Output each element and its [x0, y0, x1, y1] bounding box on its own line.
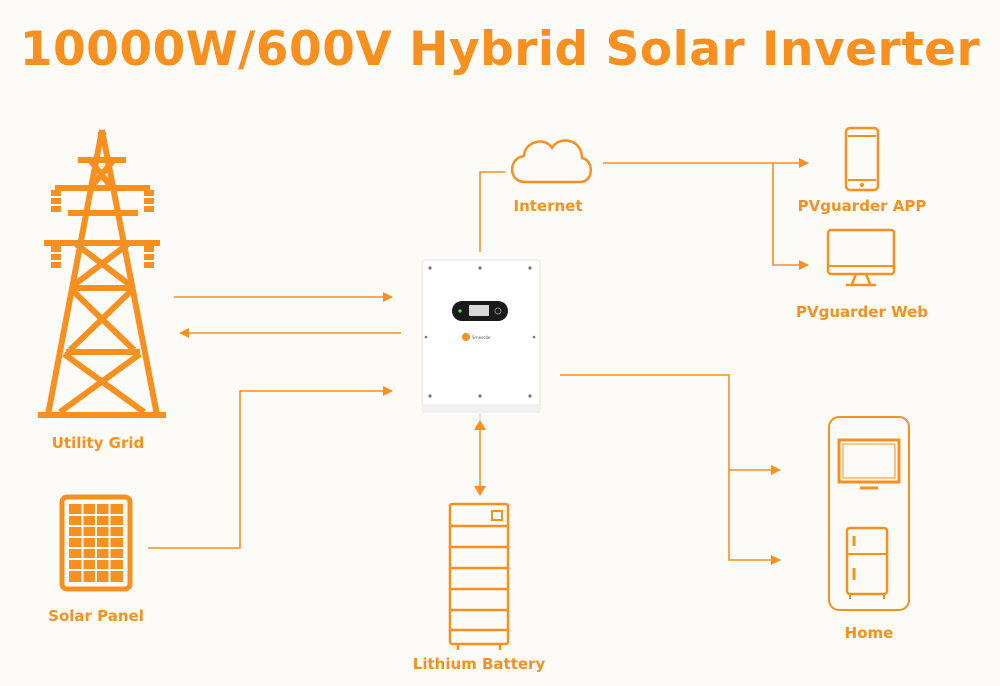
web-label: PVguarder Web	[796, 303, 928, 321]
inverter-to-tv-arrow	[560, 374, 781, 475]
monitor-icon	[826, 228, 896, 287]
battery-label: Lithium Battery	[412, 655, 546, 673]
cloud-icon	[510, 139, 592, 184]
home-label: Home	[844, 624, 894, 642]
smartphone-icon	[844, 126, 880, 192]
insulators	[51, 132, 154, 268]
inverter-to-internet-line	[479, 171, 505, 252]
hybrid-inverter-icon: Srnesolar	[421, 259, 541, 421]
connections	[148, 158, 809, 565]
utility-grid-label: Utility Grid	[51, 434, 145, 452]
battery-arrow-up-head	[474, 420, 486, 430]
transmission-tower-icon	[38, 129, 166, 418]
page-title: 10000W/600V Hybrid Solar Inverter	[19, 22, 981, 77]
app-label: PVguarder APP	[797, 197, 927, 215]
inverter-to-fridge-arrow	[728, 470, 781, 565]
solar-to-inverter-arrow	[148, 386, 393, 549]
battery-arrow-down-head	[474, 486, 486, 496]
solar-panel-icon	[59, 494, 133, 592]
battery-stack-icon	[448, 502, 510, 650]
internet-label: Internet	[513, 197, 583, 215]
house-appliances-icon	[828, 416, 910, 611]
solar-panel-label: Solar Panel	[48, 607, 144, 625]
inverter-brand: Srnesolar	[472, 335, 491, 340]
internet-to-web-arrow	[772, 163, 809, 270]
